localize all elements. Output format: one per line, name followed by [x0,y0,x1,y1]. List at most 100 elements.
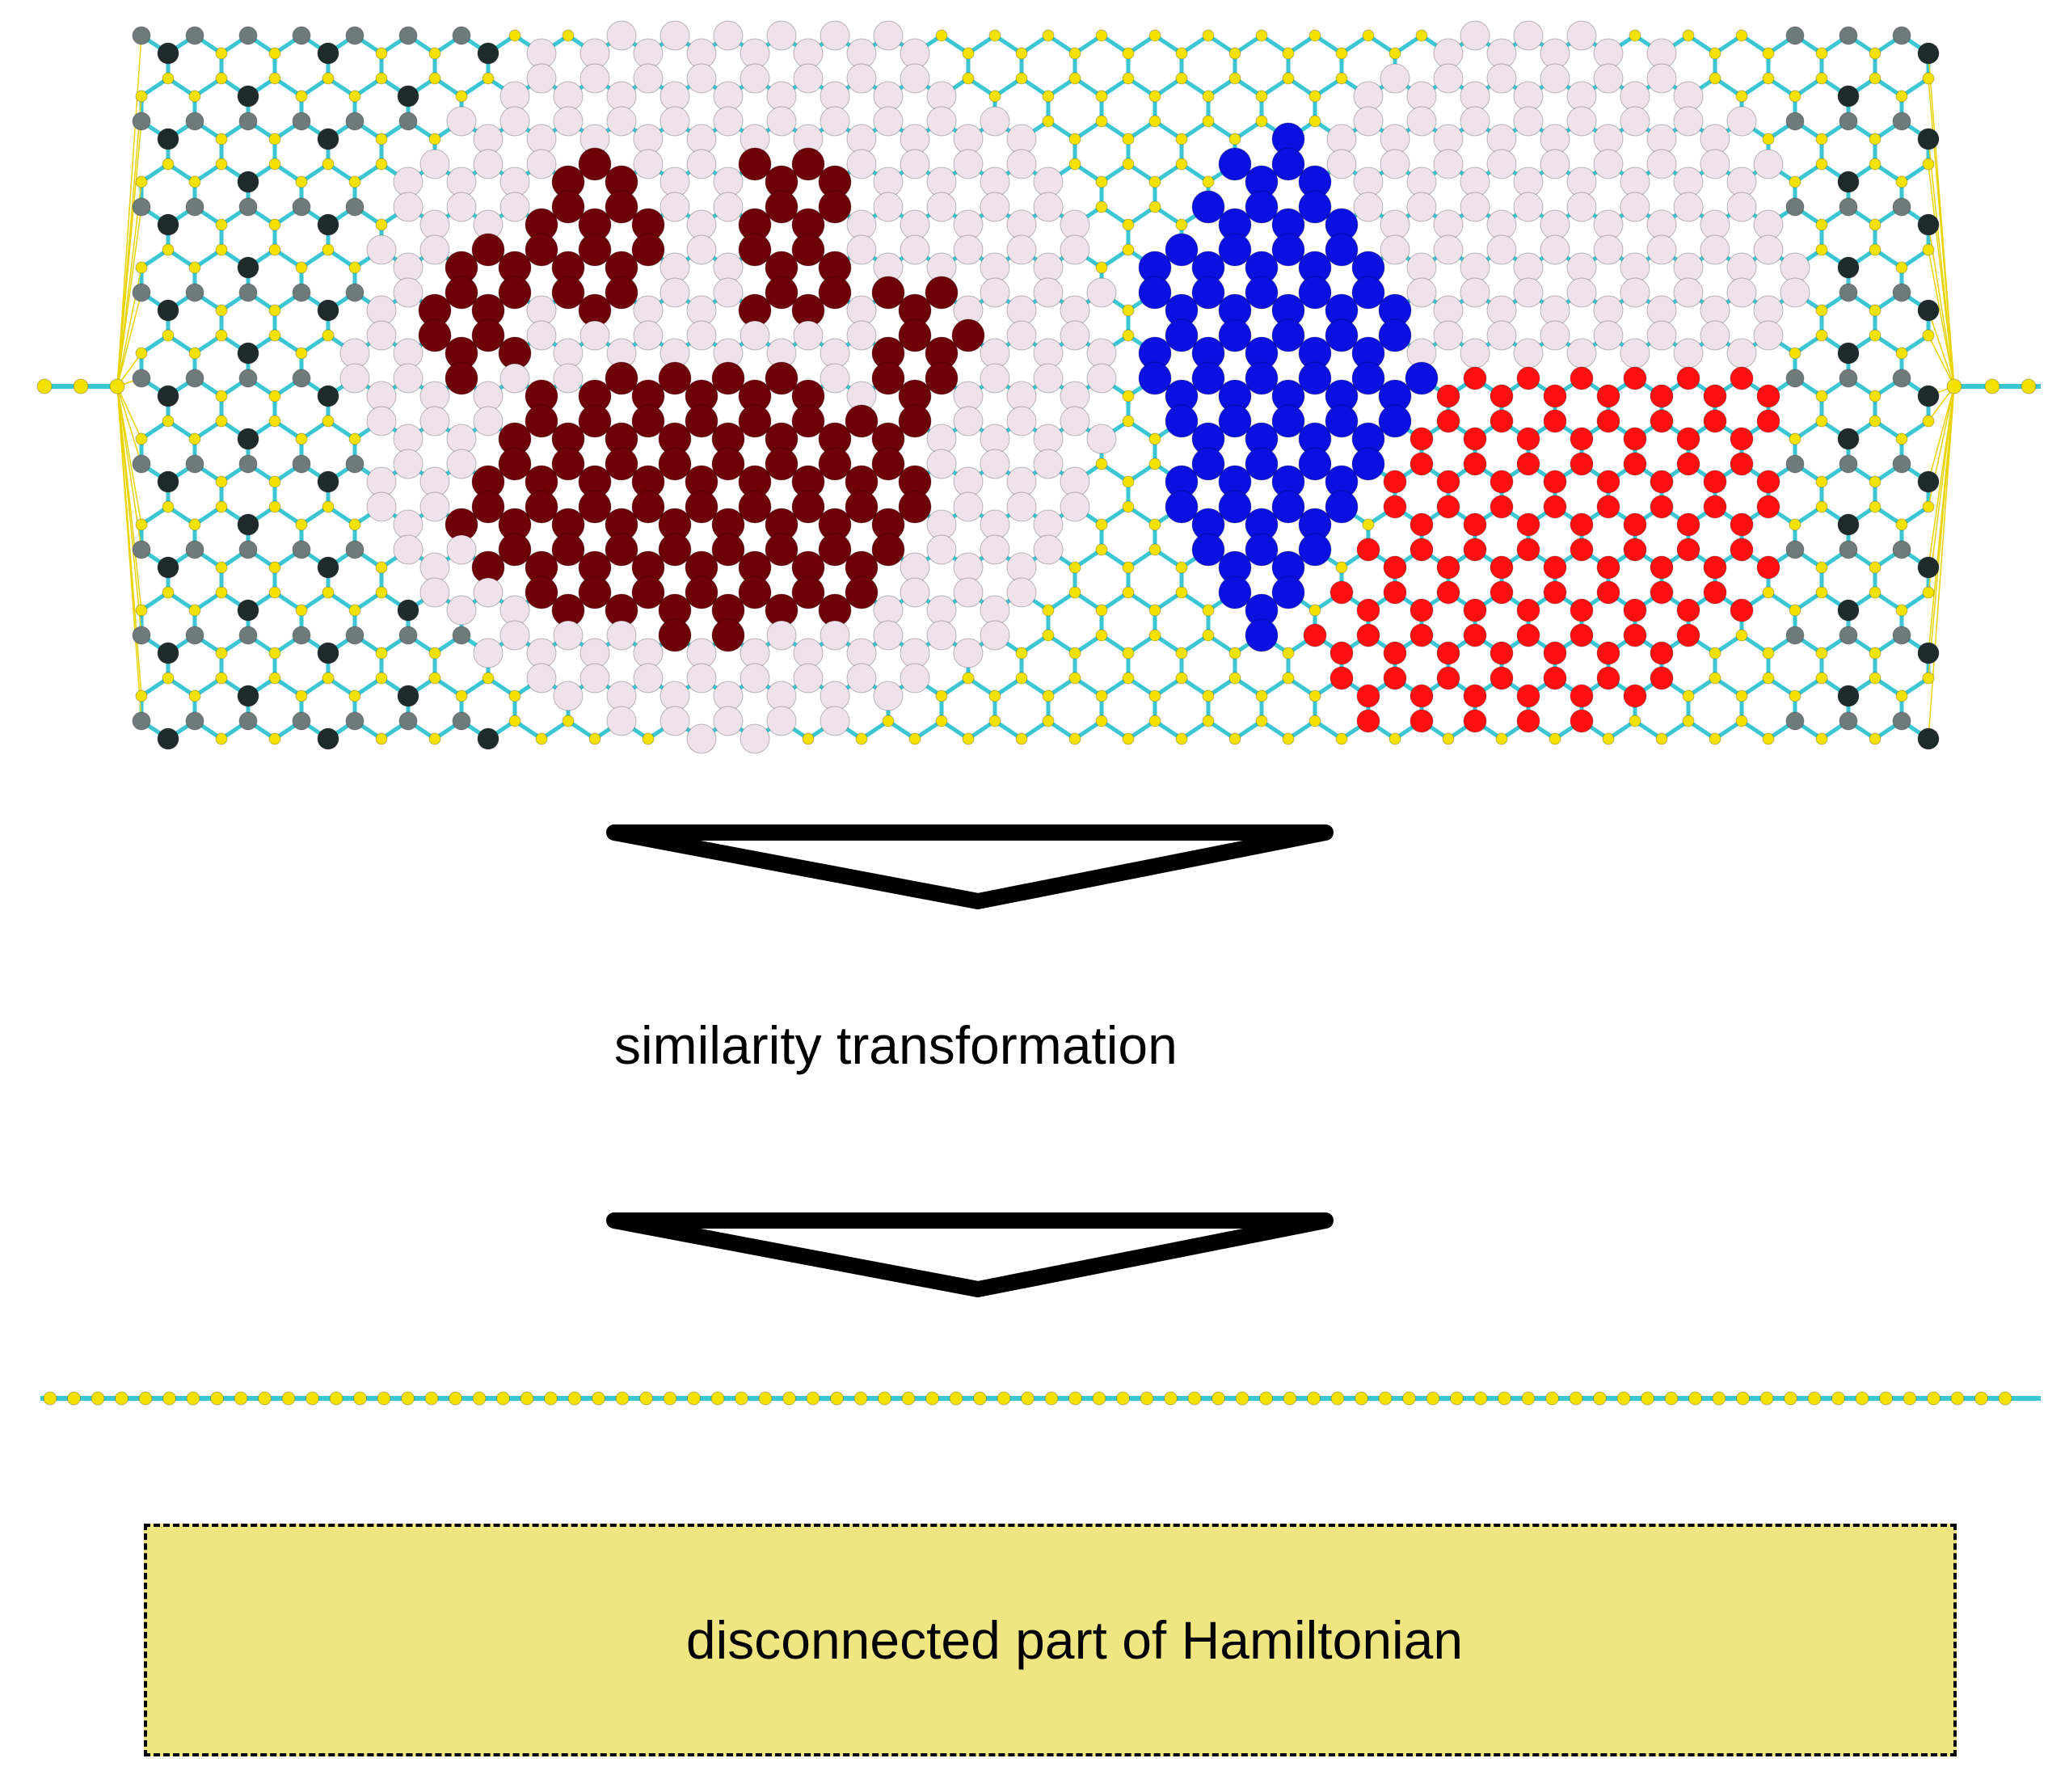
site-yellow [1922,672,1935,685]
site-yellow [268,304,281,317]
site-yellow [1068,586,1081,599]
site-pale [820,20,850,51]
site-pale [1060,234,1090,265]
site-grey [185,369,204,388]
site-yellow [455,689,468,702]
site-red [1623,427,1647,451]
site-darkred [711,533,745,567]
site-darkred [445,276,478,310]
site-pale [926,534,957,565]
site-yellow [348,518,361,531]
site-red [1463,709,1487,733]
site-yellow [215,47,228,60]
lead-site [36,378,53,394]
site-yellow [1148,604,1161,617]
site-yellow [1815,304,1828,317]
lead-wires [40,35,2041,740]
site-yellow [375,561,388,574]
site-yellow [1148,29,1161,42]
site-pale [419,491,450,522]
site-yellow [375,47,388,60]
site-yellow [1709,47,1721,60]
site-dark [157,556,179,579]
site-dark [237,256,259,279]
site-pale [553,363,584,394]
site-yellow [1042,629,1055,642]
site-blue [1138,361,1172,395]
site-yellow [1095,689,1108,702]
site-darkred [791,233,825,267]
site-red [1570,598,1594,622]
site-darkred [765,361,799,395]
site-pale [980,277,1010,308]
site-blue [1351,276,1385,310]
site-darkred [925,361,959,395]
site-pale [846,149,877,179]
site-blue [1218,490,1252,524]
site-pale [900,149,930,179]
site-darkred [898,490,932,524]
site-grey [1785,197,1805,217]
site-yellow [1815,329,1828,342]
site-yellow [375,672,388,685]
site-red [1436,470,1460,494]
site-yellow [268,47,281,60]
site-yellow [1762,133,1775,145]
site-yellow [1735,689,1748,702]
site-pale [686,63,717,94]
site-red [1756,470,1780,494]
site-grey [185,197,204,217]
site-grey [1785,369,1805,388]
site-pale [473,638,504,668]
site-dark [1917,299,1940,322]
site-yellow [1122,415,1135,428]
site-red [1570,512,1594,537]
site-yellow [1735,629,1748,642]
site-pale [579,63,610,94]
site-yellow [1308,689,1321,702]
site-darkred [711,361,745,395]
site-pale [553,681,584,711]
site-blue [1325,318,1359,352]
site-darkred [498,533,532,567]
site-red [1463,598,1487,622]
site-pale [953,406,984,436]
site-blue [1191,190,1225,224]
site-red [1463,538,1487,562]
site-red [1650,666,1674,690]
site-grey [345,26,364,45]
site-yellow [1709,647,1721,660]
site-grey [238,112,258,131]
site-grey [452,711,471,731]
site-yellow [1895,518,1908,531]
site-darkred [498,447,532,481]
site-yellow [1869,329,1881,342]
site-yellow [135,689,148,702]
site-pale [926,192,957,222]
site-red [1383,580,1407,605]
site-yellow [988,29,1001,42]
site-yellow [375,218,388,231]
site-pale [793,663,824,694]
site-dark [317,385,339,407]
site-darkred [605,447,638,481]
site-yellow [188,432,201,445]
site-yellow [1175,732,1188,745]
site-pale [393,192,423,222]
site-red [1463,684,1487,708]
site-red [1756,555,1780,580]
site-pale [1326,149,1357,179]
chain-site [1879,1391,1893,1406]
site-yellow [162,672,175,685]
chain-site [210,1391,224,1406]
site-yellow [215,304,228,317]
site-grey [238,540,258,559]
site-darkred [498,276,532,310]
site-grey [1839,369,1858,388]
site-pale [1406,192,1437,222]
site-darkred [578,233,612,267]
site-dark [157,642,179,664]
site-yellow [1869,415,1881,428]
site-dark [317,642,339,664]
site-yellow [855,732,868,745]
